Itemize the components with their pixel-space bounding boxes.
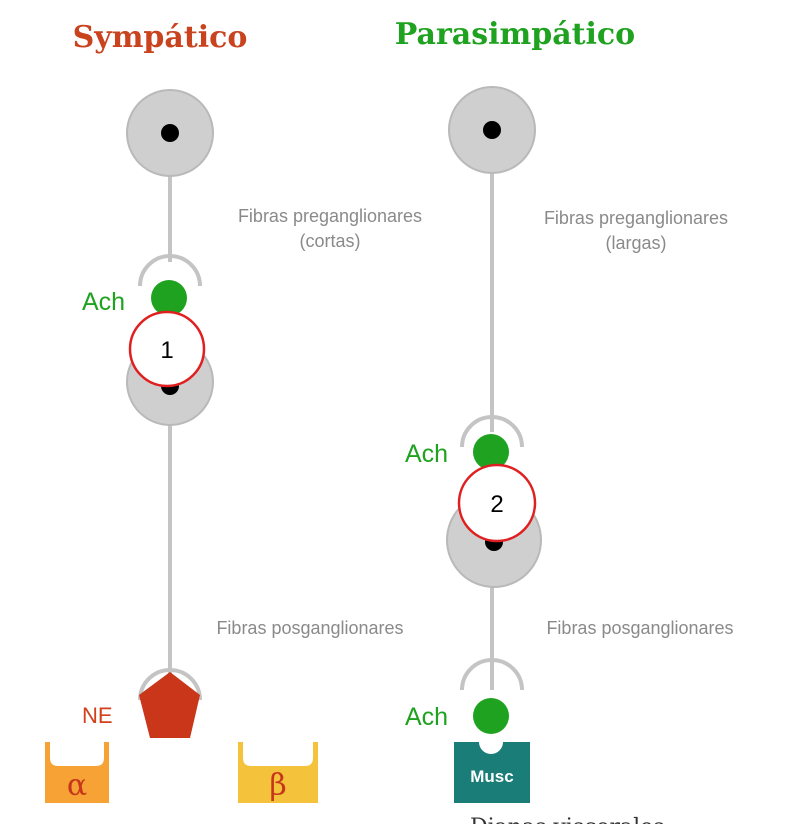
marker-2-number: 2 [490, 491, 503, 518]
left-pre-label-line1: Fibras preganglionares [238, 206, 422, 226]
ne-label: NE [82, 703, 113, 728]
ne-pentagon [139, 672, 200, 738]
right-neuron-nucleus [483, 121, 501, 139]
alpha-label: α [67, 768, 87, 803]
left-pre-label-line2: (cortas) [299, 231, 360, 251]
left-effector-terminal [138, 668, 202, 701]
musc-receptor [454, 742, 530, 803]
left-synapse-terminal [138, 254, 202, 287]
left-ach-label: Ach [82, 288, 125, 316]
marker-1-circle [128, 310, 206, 388]
parasympathetic-title: Parasimpático [395, 17, 635, 52]
right-effector-ach-label: Ach [405, 703, 448, 731]
right-effector-terminal [460, 658, 524, 691]
right-effector-ach-dot [473, 698, 509, 734]
musc-label: Musc [470, 767, 513, 786]
left-neuron-nucleus [161, 124, 179, 142]
bottom-partial-text: Dianas viscerales [470, 815, 664, 824]
right-pre-label-line2: (largas) [605, 233, 666, 253]
sympathetic-title: Sympático [73, 20, 248, 55]
right-pre-label-line1: Fibras preganglionares [544, 208, 728, 228]
left-ach-dot [151, 280, 187, 316]
right-synapse-terminal [460, 415, 524, 448]
right-ach-label: Ach [405, 440, 448, 468]
beta-receptor [238, 742, 318, 803]
right-post-label: Fibras posganglionares [546, 618, 733, 638]
alpha-receptor [45, 742, 109, 803]
beta-label: β [269, 768, 286, 803]
right-ach-dot [473, 434, 509, 470]
marker-2-circle [457, 463, 537, 543]
left-post-label: Fibras posganglionares [216, 618, 403, 638]
marker-1-number: 1 [160, 337, 173, 364]
